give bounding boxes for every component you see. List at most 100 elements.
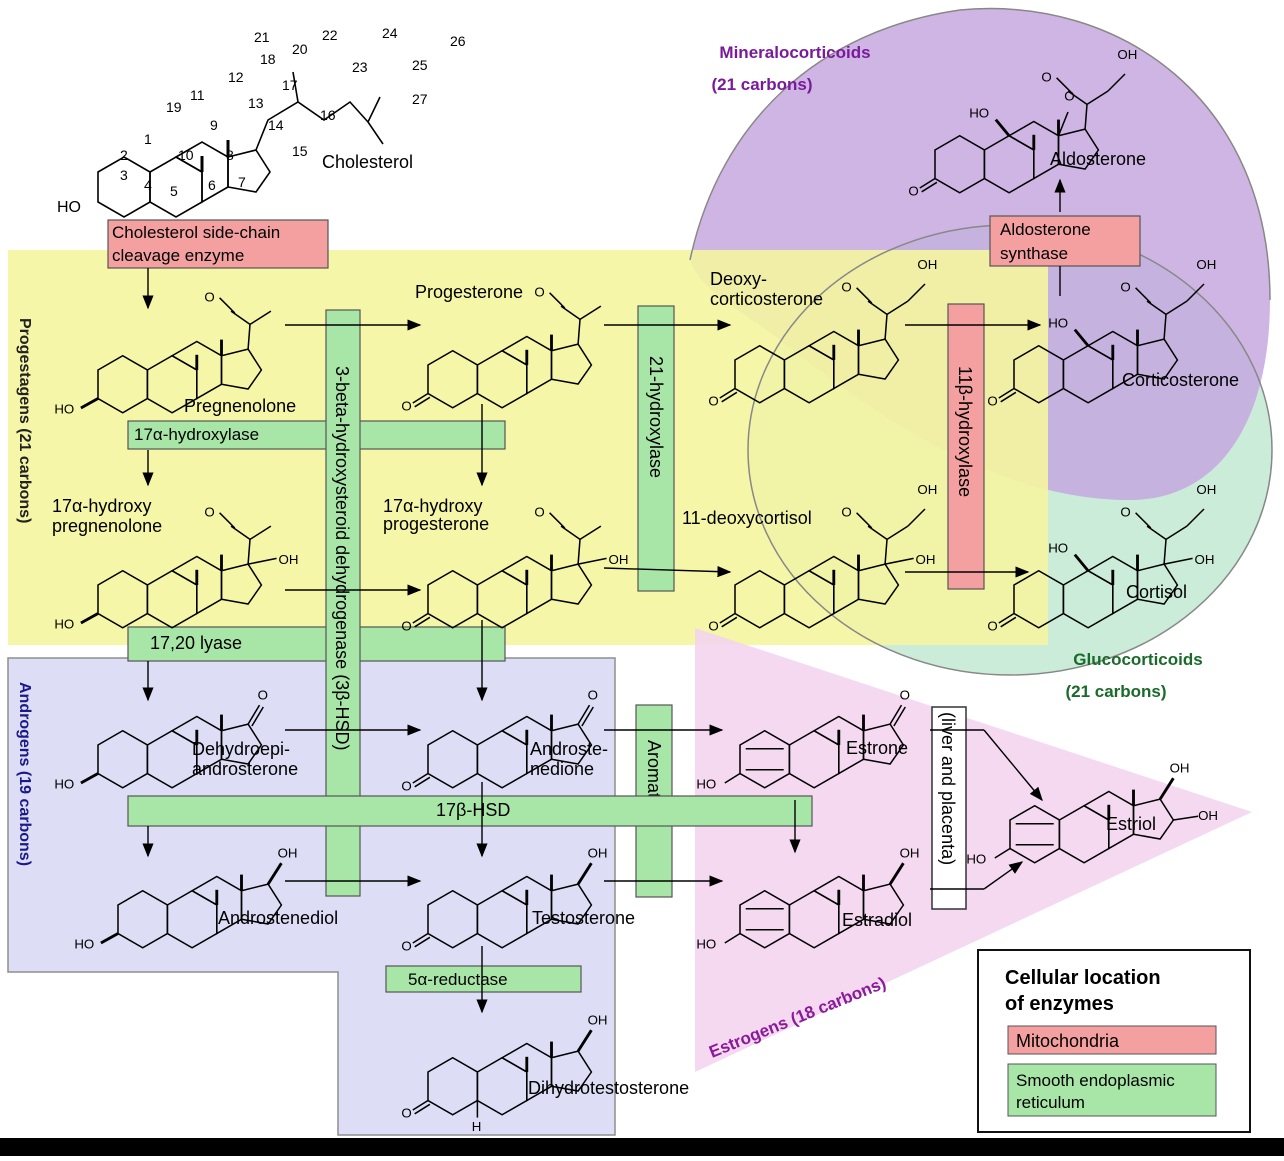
bottom-bar xyxy=(0,1138,1284,1156)
estradiol-label: Estradiol xyxy=(842,910,912,930)
svg-text:synthase: synthase xyxy=(1000,244,1068,263)
legend-mito-swatch xyxy=(1007,1025,1217,1055)
legend: Cellular location of enzymes Mitochondri… xyxy=(977,949,1251,1133)
svg-text:HO: HO xyxy=(54,617,74,632)
carbon-number: 23 xyxy=(352,59,368,75)
svg-text:11β-hydroxylase: 11β-hydroxylase xyxy=(955,366,975,497)
hydroxypregnenolone-label-2: pregnenolone xyxy=(52,516,162,536)
dhea-label-1: Dehydroepi- xyxy=(192,739,290,759)
svg-text:5α-reductase: 5α-reductase xyxy=(408,970,508,989)
estriol-label: Estriol xyxy=(1106,814,1156,834)
svg-text:OH: OH xyxy=(917,482,937,497)
carbon-number: 11 xyxy=(190,87,205,103)
reductase5a-box: 5α-reductase xyxy=(385,965,582,993)
mineralocorticoid-outline xyxy=(689,7,1271,301)
molecule-labels: Pregnenolone Progesterone Deoxy- cortico… xyxy=(52,149,1239,1098)
hsd17b-box: 17β-HSD xyxy=(127,795,813,827)
testosterone-structure: OOH xyxy=(401,846,607,954)
svg-text:OH: OH xyxy=(917,257,937,272)
estrone-label: Estrone xyxy=(846,738,908,758)
carbon-number: 10 xyxy=(178,147,194,163)
svg-text:O: O xyxy=(1041,70,1051,85)
svg-text:O: O xyxy=(401,619,411,634)
estrone-structure: HO O xyxy=(696,687,910,791)
svg-text:O: O xyxy=(588,687,598,702)
cortisol-label: Cortisol xyxy=(1126,582,1187,602)
carbon-number: 25 xyxy=(412,57,428,73)
liver-placenta-box: (liver and placenta) xyxy=(931,706,967,910)
deoxycortisol-label: 11-deoxycortisol xyxy=(682,508,812,528)
svg-text:O: O xyxy=(708,619,718,634)
svg-text:O: O xyxy=(900,687,910,702)
carbon-number: 8 xyxy=(226,147,234,163)
svg-text:OH: OH xyxy=(1170,761,1190,776)
carbon-number: 22 xyxy=(322,27,338,43)
pregnenolone-structure: HOO xyxy=(54,290,272,417)
hydroxylase17-box: 17α-hydroxylase xyxy=(127,420,506,450)
glucocorticoids-label: Glucocorticoids xyxy=(1073,650,1202,669)
svg-text:OH: OH xyxy=(609,552,629,567)
progesterone-label: Progesterone xyxy=(415,282,523,302)
svg-text:O: O xyxy=(401,779,411,794)
androgens-class-label: Androgens (19 carbons) xyxy=(16,682,33,866)
lyase-box: 17,20 lyase xyxy=(127,626,506,662)
svg-text:HO: HO xyxy=(696,777,716,792)
svg-text:Aldosterone: Aldosterone xyxy=(1000,220,1091,239)
carbon-number: 4 xyxy=(144,177,152,193)
aldosterone-label: Aldosterone xyxy=(1050,149,1146,169)
svg-text:17α-hydroxylase: 17α-hydroxylase xyxy=(134,425,259,444)
testosterone-label: Testosterone xyxy=(532,908,635,928)
svg-text:OH: OH xyxy=(1117,47,1137,62)
svg-text:OH: OH xyxy=(1196,257,1216,272)
svg-text:O: O xyxy=(534,505,544,520)
svg-text:O: O xyxy=(987,394,997,409)
svg-text:O: O xyxy=(1064,89,1074,104)
androstenedione-label-2: nedione xyxy=(530,759,594,779)
carbon-number: 15 xyxy=(292,143,308,159)
svg-text:OH: OH xyxy=(1198,808,1218,823)
estriol-structure: HO OH OH xyxy=(966,761,1218,867)
svg-text:cleavage enzyme: cleavage enzyme xyxy=(112,246,244,265)
svg-text:21-hydroxylase: 21-hydroxylase xyxy=(646,356,666,478)
svg-text:OH: OH xyxy=(1195,552,1215,567)
svg-text:O: O xyxy=(534,285,544,300)
carbon-number: 1 xyxy=(144,131,152,147)
svg-text:O: O xyxy=(401,939,411,954)
svg-text:O: O xyxy=(401,1106,411,1121)
svg-text:(liver and placenta): (liver and placenta) xyxy=(938,712,958,865)
mineralocorticoids-label: Mineralocorticoids xyxy=(719,43,870,62)
svg-text:HO: HO xyxy=(74,937,94,952)
carbon-number: 3 xyxy=(120,167,128,183)
svg-text:17,20 lyase: 17,20 lyase xyxy=(150,633,242,653)
svg-text:HO: HO xyxy=(54,777,74,792)
svg-text:OH: OH xyxy=(279,552,299,567)
carbon-number: 6 xyxy=(208,177,216,193)
svg-text:HO: HO xyxy=(1048,541,1068,556)
svg-text:HO: HO xyxy=(966,852,986,867)
cholesterol-structure xyxy=(96,71,384,219)
hydroxylase11b-box: 11β-hydroxylase xyxy=(947,303,985,590)
svg-text:O: O xyxy=(987,619,997,634)
corticosterone-label: Corticosterone xyxy=(1122,370,1239,390)
carbon-number: 26 xyxy=(450,33,466,49)
svg-text:O: O xyxy=(908,184,918,199)
svg-text:H: H xyxy=(472,1119,482,1134)
estrogen-region xyxy=(695,628,1252,1072)
svg-text:O: O xyxy=(1120,505,1130,520)
androstenediol-label: Androstenediol xyxy=(218,908,338,928)
carbon-number: 16 xyxy=(320,107,336,123)
cholesterol-label: Cholesterol xyxy=(322,152,413,172)
reaction-arrows xyxy=(142,178,1066,1014)
svg-text:O: O xyxy=(841,280,851,295)
svg-text:OH: OH xyxy=(916,552,936,567)
svg-text:O: O xyxy=(204,290,214,305)
carbon-number: 9 xyxy=(210,117,218,133)
